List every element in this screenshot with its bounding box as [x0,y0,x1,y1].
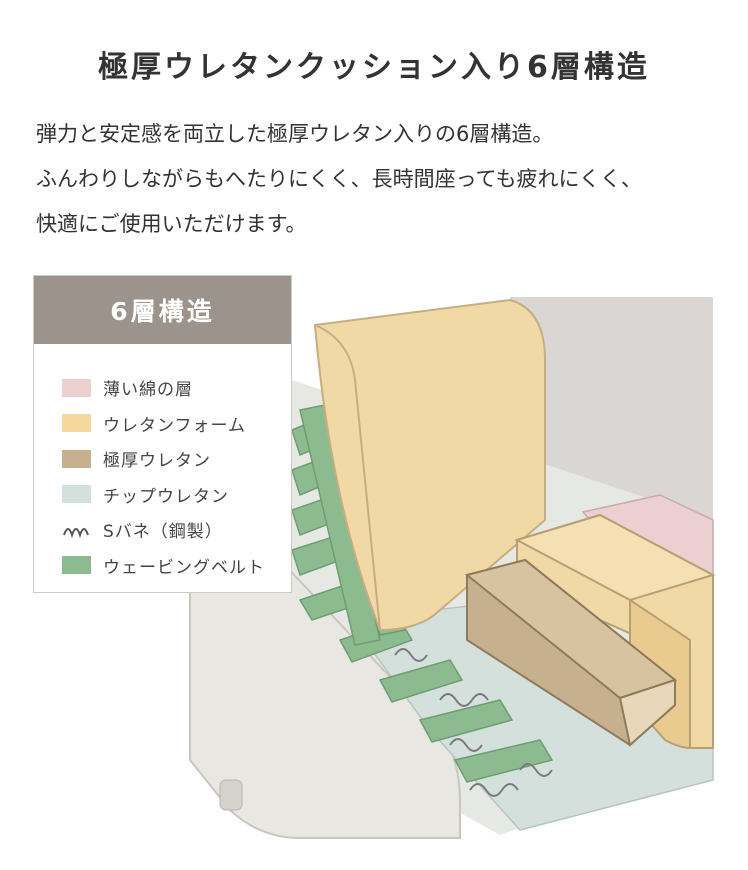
webbing-belt-swatch-icon [62,556,91,575]
legend-heading: 6層構造 [34,276,291,344]
legend-label: Sバネ（鋼製） [103,522,223,543]
legend-label: チップウレタン [103,486,229,507]
sofa-cutaway-illustration [189,297,716,839]
legend-panel: 6層構造 薄い綿の層 ウレタンフォーム 極厚ウレタン チップウレタン Sバネ（鋼… [33,275,292,593]
legend-item-thin-cotton: 薄い綿の層 [62,370,291,406]
description: 弾力と安定感を両立した極厚ウレタン入りの6層構造。 ふんわりしながらもへたりにく… [36,112,726,247]
sofa-leg [219,779,243,811]
legend-label: ウレタンフォーム [103,415,246,436]
description-line-3: 快適にご使用いただけます。 [36,212,307,236]
page-title: 極厚ウレタンクッション入り6層構造 [98,50,650,85]
description-line-1: 弾力と安定感を両立した極厚ウレタン入りの6層構造。 [36,122,554,146]
thick-urethane-swatch-icon [62,449,91,468]
spring-icon [63,527,89,538]
legend-item-s-spring: Sバネ（鋼製） [62,512,291,548]
description-line-2: ふんわりしながらもへたりにくく、長時間座っても疲れにくく、 [36,167,643,191]
legend-label: ウェービングベルト [103,557,265,578]
legend-label: 薄い綿の層 [103,380,193,401]
s-springs [394,648,553,797]
urethane-foam-swatch-icon [62,414,91,433]
chip-urethane-swatch-icon [62,485,91,504]
thin-cotton-swatch-icon [62,378,91,397]
legend-item-urethane-foam: ウレタンフォーム [62,406,291,442]
legend-item-webbing-belt: ウェービングベルト [62,548,291,584]
legend-list: 薄い綿の層 ウレタンフォーム 極厚ウレタン チップウレタン Sバネ（鋼製） ウェ… [34,344,291,583]
legend-label: 極厚ウレタン [103,451,211,472]
legend-item-thick-urethane: 極厚ウレタン [62,441,291,477]
legend-item-chip-urethane: チップウレタン [62,477,291,513]
